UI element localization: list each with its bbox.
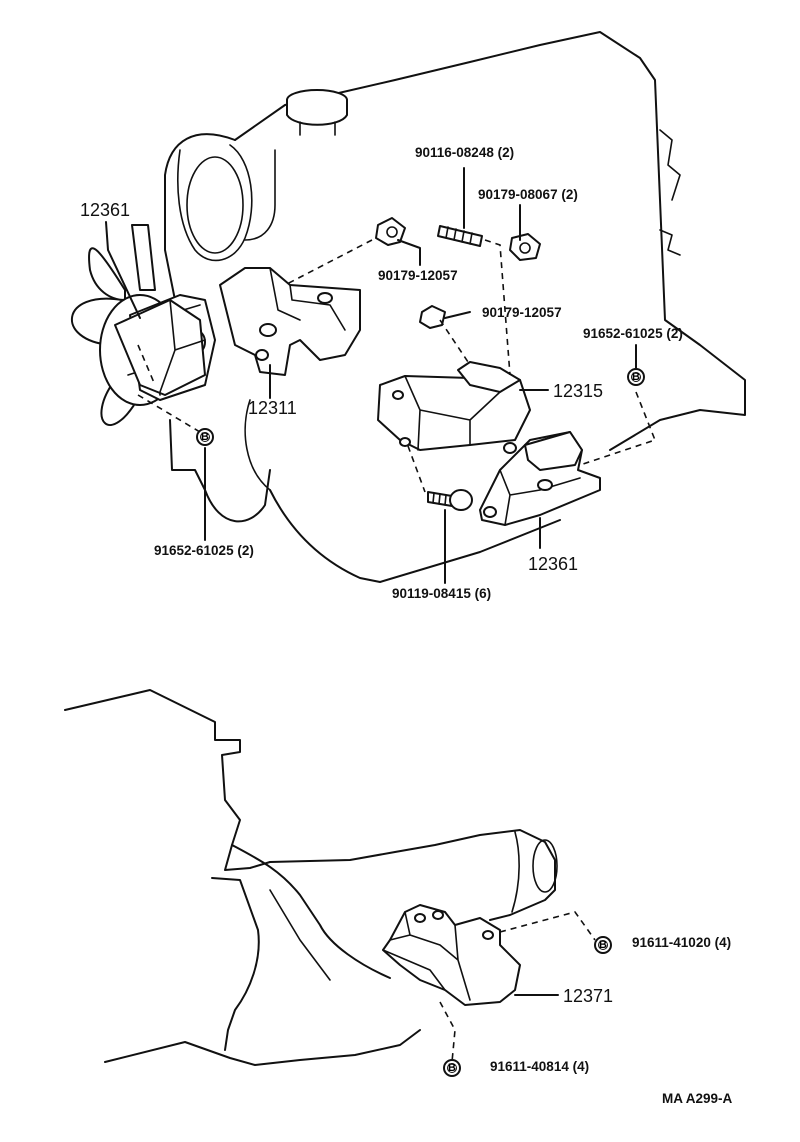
engine-mount-bracket-left xyxy=(219,267,361,376)
b-badge-icon: B xyxy=(627,368,645,386)
label-12315: 12315 xyxy=(553,381,604,401)
stud-bolt xyxy=(437,225,483,247)
nut-right xyxy=(419,305,446,329)
rear-mount-insulator xyxy=(382,904,521,1006)
engine-mount-insulator-right xyxy=(479,431,601,526)
rear-assembly-lines xyxy=(439,911,596,1063)
assembly-lines xyxy=(137,239,657,493)
transmission xyxy=(64,689,558,1066)
label-12361-left: 12361 xyxy=(80,200,131,220)
engine-block xyxy=(164,31,746,583)
label-stud-bolt: 90116-08248 (2) xyxy=(415,145,515,160)
label-12311: 12311 xyxy=(248,398,297,418)
nut-left xyxy=(375,217,406,246)
label-nut-right: 90179-12057 xyxy=(482,305,562,320)
label-12371: 12371 xyxy=(563,986,614,1006)
label-bolt-rear-upper: 91611-41020 (4) xyxy=(632,935,732,950)
label-bolt-washer-right: 91652-61025 (2) xyxy=(583,326,683,341)
b-badge-icon: B xyxy=(196,428,214,446)
label-bolt-washer-left: 91652-61025 (2) xyxy=(154,543,254,558)
label-bolt-lower: 90119-08415 (6) xyxy=(392,586,492,601)
label-nut-upper: 90179-08067 (2) xyxy=(478,187,578,202)
label-bolt-rear-lower: 91611-40814 (4) xyxy=(490,1059,590,1074)
nut-upper xyxy=(509,233,541,261)
engine-mount-insulator-left xyxy=(114,299,206,396)
b-badge-icon: B xyxy=(594,936,612,954)
b-badge-icon: B xyxy=(443,1059,461,1077)
label-12361-right: 12361 xyxy=(528,554,579,574)
leader-lines xyxy=(105,167,637,584)
bolt-lower xyxy=(427,489,473,511)
engine-mount-bracket-right xyxy=(377,361,531,451)
diagram-code: MA A299-A xyxy=(662,1091,733,1106)
label-nut-left: 90179-12057 xyxy=(378,268,458,283)
